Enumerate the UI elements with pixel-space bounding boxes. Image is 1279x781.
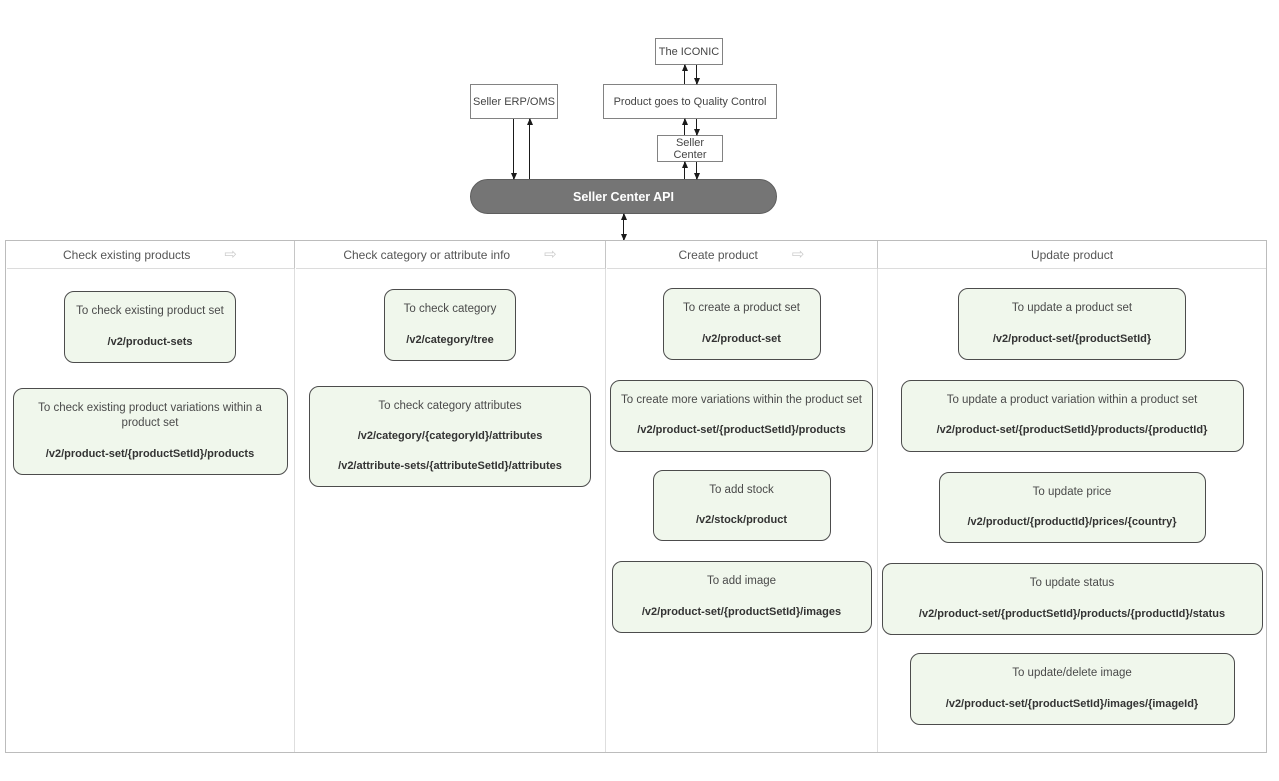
node-seller-center-label: Seller Center	[673, 136, 707, 161]
connector-erp-api-down	[510, 119, 517, 180]
endpoint-description: To check existing product set	[76, 305, 224, 317]
endpoint-description: To check existing product variations wit…	[38, 401, 262, 430]
flow-arrow-icon: ⇨	[544, 246, 557, 263]
column-check-category-attribute-info: Check category or attribute info ⇨ To ch…	[295, 241, 606, 752]
api-endpoints-table: Check existing products ⇨ To check exist…	[5, 240, 1267, 753]
node-seller-center: Seller Center	[657, 135, 723, 162]
connector-iconic-qc-down	[693, 65, 700, 85]
endpoint-box: To update price /v2/product/{productId}/…	[938, 471, 1206, 544]
endpoint-box: To check existing product set /v2/produc…	[64, 291, 236, 363]
node-seller-erp-oms-label: Seller ERP/OMS	[473, 95, 555, 108]
column-header-label: Check category or attribute info	[343, 247, 511, 262]
endpoint-box: To create a product set /v2/product-set	[662, 288, 821, 360]
endpoint-box: To check existing product variations wit…	[12, 387, 288, 476]
endpoint-box: To add image /v2/product-set/{productSet…	[611, 561, 872, 634]
endpoint-description: To update a product set	[1011, 302, 1133, 314]
endpoint-description: To update status	[1029, 577, 1115, 590]
endpoint-path: /v2/category/{categoryId}/attributes	[357, 430, 543, 443]
column-header: Update product	[878, 241, 1266, 269]
column-header: Create product ⇨	[606, 241, 878, 269]
endpoint-path: /v2/stock/product	[695, 514, 788, 527]
endpoint-box: To update a product set /v2/product-set/…	[958, 288, 1186, 360]
flow-diagram: The ICONIC Seller ERP/OMS Product goes t…	[0, 0, 1279, 241]
connector-qc-sc-down	[693, 119, 700, 136]
endpoint-box: To update a product variation within a p…	[900, 379, 1244, 452]
endpoint-path: /v2/product-set/{productSetId}/images/{i…	[945, 697, 1199, 710]
endpoint-box: To update status /v2/product-set/{produc…	[881, 563, 1263, 636]
seller-center-api-pill: Seller Center API	[470, 179, 777, 214]
endpoint-path: /v2/product-sets	[107, 335, 193, 348]
seller-center-api-label: Seller Center API	[573, 189, 674, 204]
node-the-iconic-label: The ICONIC	[658, 45, 720, 58]
endpoint-path: /v2/product-set/{productSetId}/products/…	[918, 607, 1226, 620]
connector-iconic-qc-up	[681, 64, 688, 84]
endpoint-path: /v2/product/{productId}/prices/{country}	[967, 516, 1177, 529]
flow-arrow-icon: ⇨	[224, 246, 237, 263]
endpoint-description: To add image	[706, 575, 777, 588]
endpoint-description: To update/delete image	[1012, 667, 1132, 680]
endpoint-box: To create more variations within the pro…	[610, 379, 873, 452]
endpoint-description: To create more variations within the pro…	[621, 393, 862, 406]
node-seller-erp-oms: Seller ERP/OMS	[470, 84, 558, 119]
endpoint-description: To update a product variation within a p…	[946, 393, 1198, 406]
column-check-existing-products: Check existing products ⇨ To check exist…	[6, 241, 295, 752]
connector-qc-sc-up	[681, 118, 688, 135]
column-update-product: Update product To update a product set /…	[878, 241, 1266, 752]
column-header-label: Create product	[678, 247, 758, 262]
column-header-label: Check existing products	[63, 247, 191, 262]
column-create-product: Create product ⇨ To create a product set…	[606, 241, 878, 752]
endpoint-path: /v2/product-set/{productSetId}/products/…	[936, 424, 1208, 437]
node-the-iconic: The ICONIC	[655, 38, 723, 65]
endpoint-description: To check category	[403, 303, 497, 315]
connector-sc-api-down	[693, 162, 700, 180]
endpoint-path: /v2/category/tree	[406, 333, 494, 346]
endpoint-box: To add stock /v2/stock/product	[652, 469, 831, 542]
endpoint-description: To create a product set	[683, 302, 800, 314]
endpoint-path: /v2/product-set/{productSetId}/images	[641, 605, 842, 618]
connector-api-table	[620, 213, 627, 241]
node-quality-control-label: Product goes to Quality Control	[613, 95, 767, 108]
column-header: Check existing products ⇨	[6, 241, 295, 269]
endpoint-box: To check category attributes /v2/categor…	[309, 385, 591, 487]
endpoint-path: /v2/product-set	[702, 332, 781, 345]
endpoint-description: To add stock	[709, 483, 774, 496]
node-quality-control: Product goes to Quality Control	[603, 84, 777, 119]
endpoint-path: /v2/product-set/{productSetId}/products	[637, 424, 846, 437]
connector-erp-api-up	[526, 118, 533, 179]
endpoint-description: To check category attributes	[378, 399, 522, 412]
column-header-label: Update product	[1030, 247, 1114, 262]
column-header: Check category or attribute info ⇨	[295, 241, 606, 269]
endpoint-path: /v2/product-set/{productSetId}	[992, 332, 1152, 345]
endpoint-box: To update/delete image /v2/product-set/{…	[909, 653, 1235, 726]
endpoint-box: To check category /v2/category/tree	[384, 289, 516, 361]
endpoint-description: To update price	[1032, 485, 1112, 498]
connector-sc-api-up	[681, 161, 688, 179]
endpoint-path: /v2/attribute-sets/{attributeSetId}/attr…	[338, 459, 562, 472]
flow-arrow-icon: ⇨	[791, 246, 805, 263]
endpoint-path: /v2/product-set/{productSetId}/products	[45, 447, 255, 460]
